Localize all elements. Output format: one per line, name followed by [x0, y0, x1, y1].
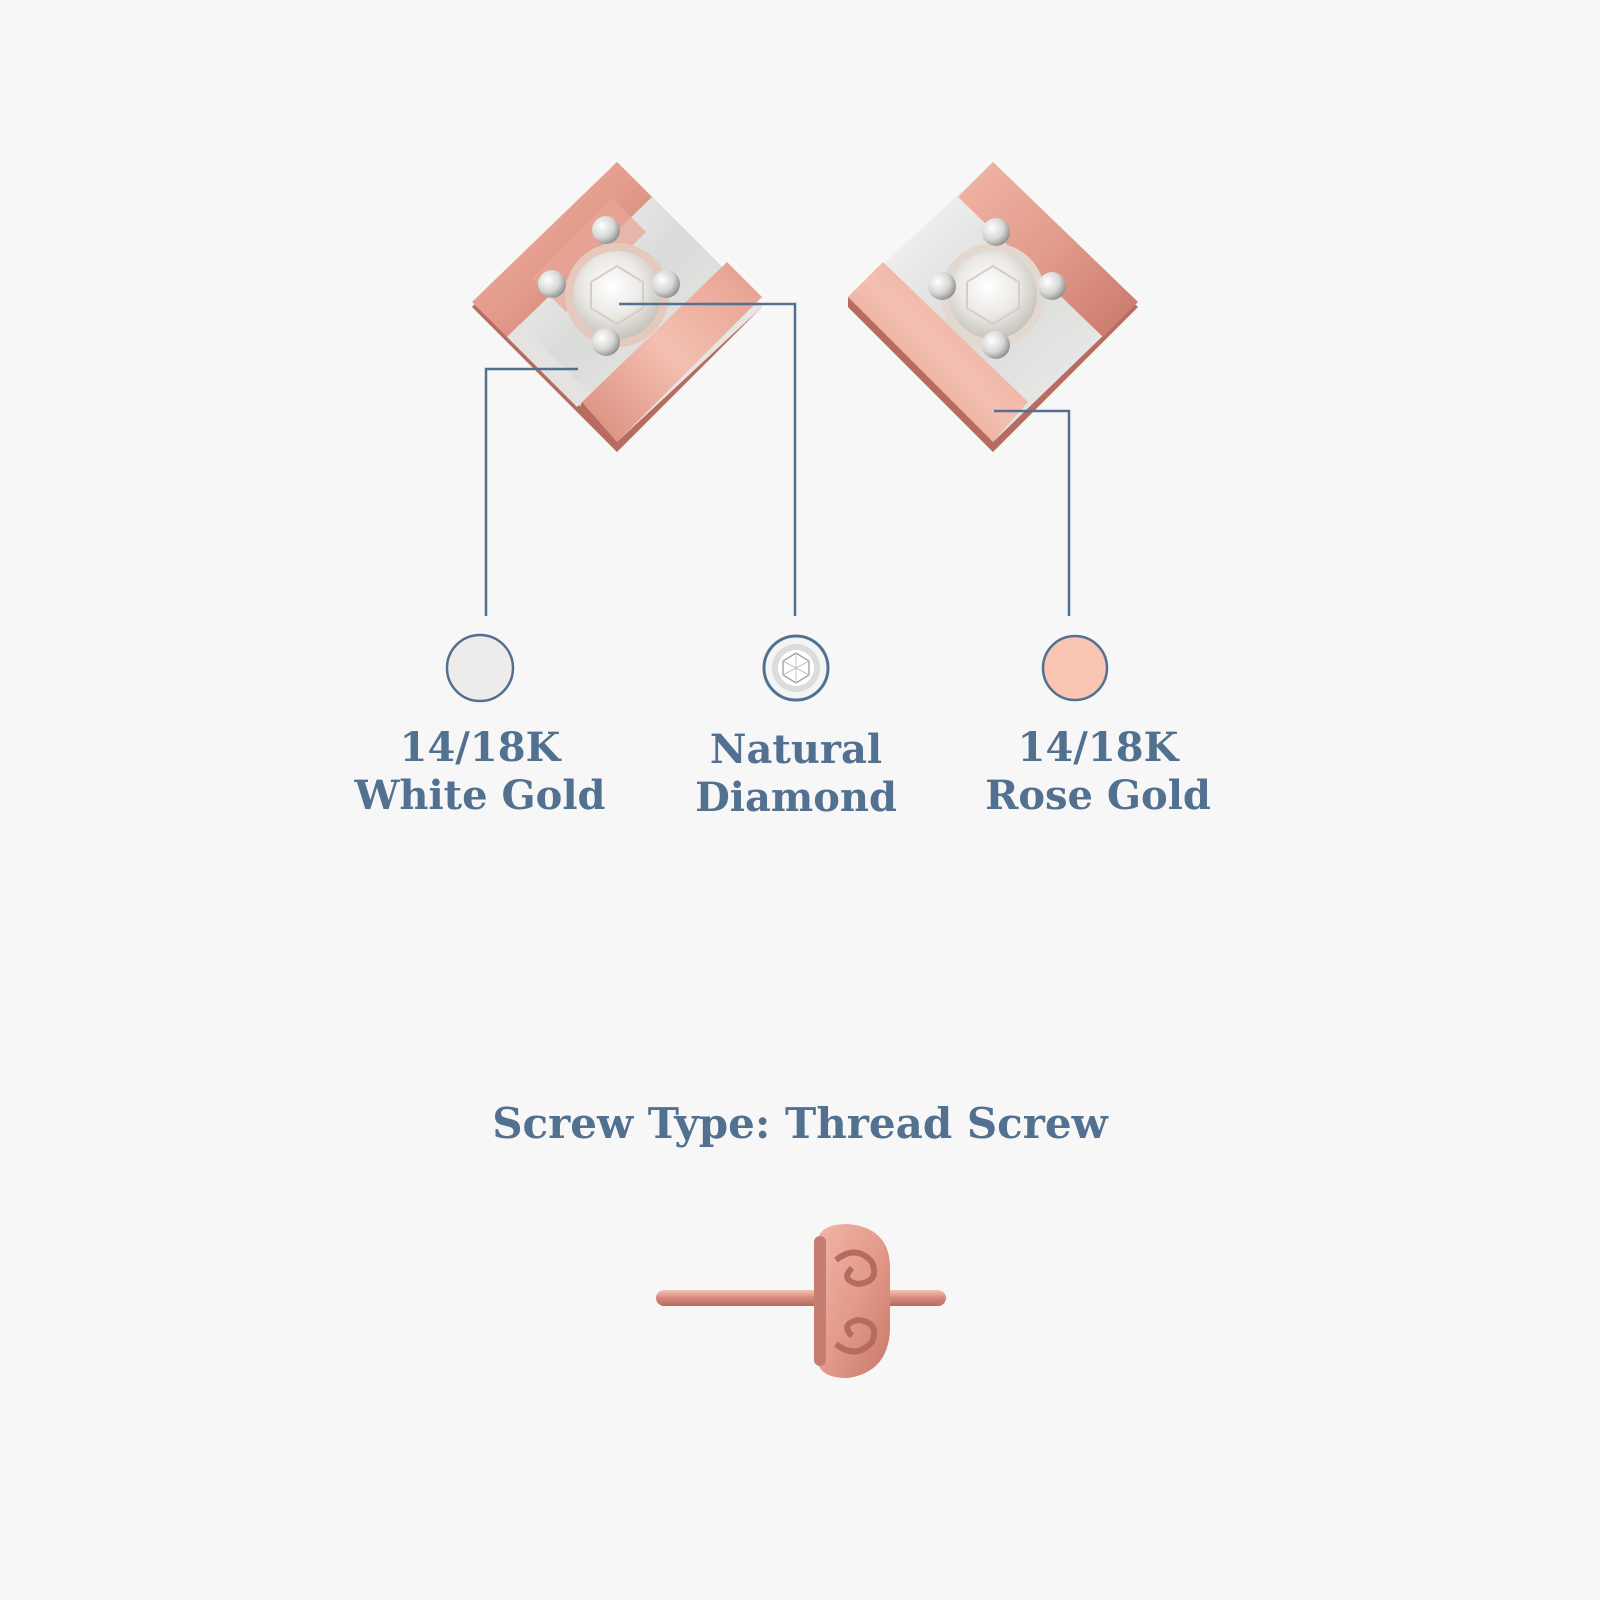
rose-gold-label: 14/18K Rose Gold — [948, 724, 1248, 820]
thread-screw-back — [656, 1224, 946, 1378]
diamond-label: Natural Diamond — [646, 726, 946, 822]
white-gold-label-karat: 14/18K — [399, 724, 561, 771]
white-gold-leader-line — [484, 367, 578, 616]
right-rose-bar-bottom — [848, 262, 1028, 442]
right-diamond — [949, 251, 1037, 339]
right-rose-bar-top — [958, 162, 1138, 337]
right-earring — [848, 162, 1138, 452]
diamond-label-line1: Natural — [709, 726, 883, 773]
screw-post — [656, 1290, 946, 1306]
left-diamond — [573, 251, 661, 339]
left-earring — [472, 162, 762, 452]
callout-lines — [484, 302, 1071, 616]
rose-gold-leader-line — [994, 409, 1071, 616]
diamond-label-line2: Diamond — [695, 774, 897, 821]
rose-gold-swatch — [1041, 634, 1109, 702]
screw-type-title: Screw Type: Thread Screw — [492, 1099, 1108, 1148]
left-rose-bar-bottom — [582, 262, 762, 442]
white-gold-label: 14/18K White Gold — [330, 724, 630, 820]
diamond-swatch — [762, 634, 830, 702]
diamond-leader-line — [619, 302, 797, 616]
rose-gold-label-karat: 14/18K — [1017, 724, 1179, 771]
white-gold-label-metal: White Gold — [354, 772, 606, 819]
screw-butterfly-back — [818, 1224, 891, 1378]
rose-gold-label-metal: Rose Gold — [985, 772, 1211, 819]
white-gold-swatch — [445, 633, 515, 703]
